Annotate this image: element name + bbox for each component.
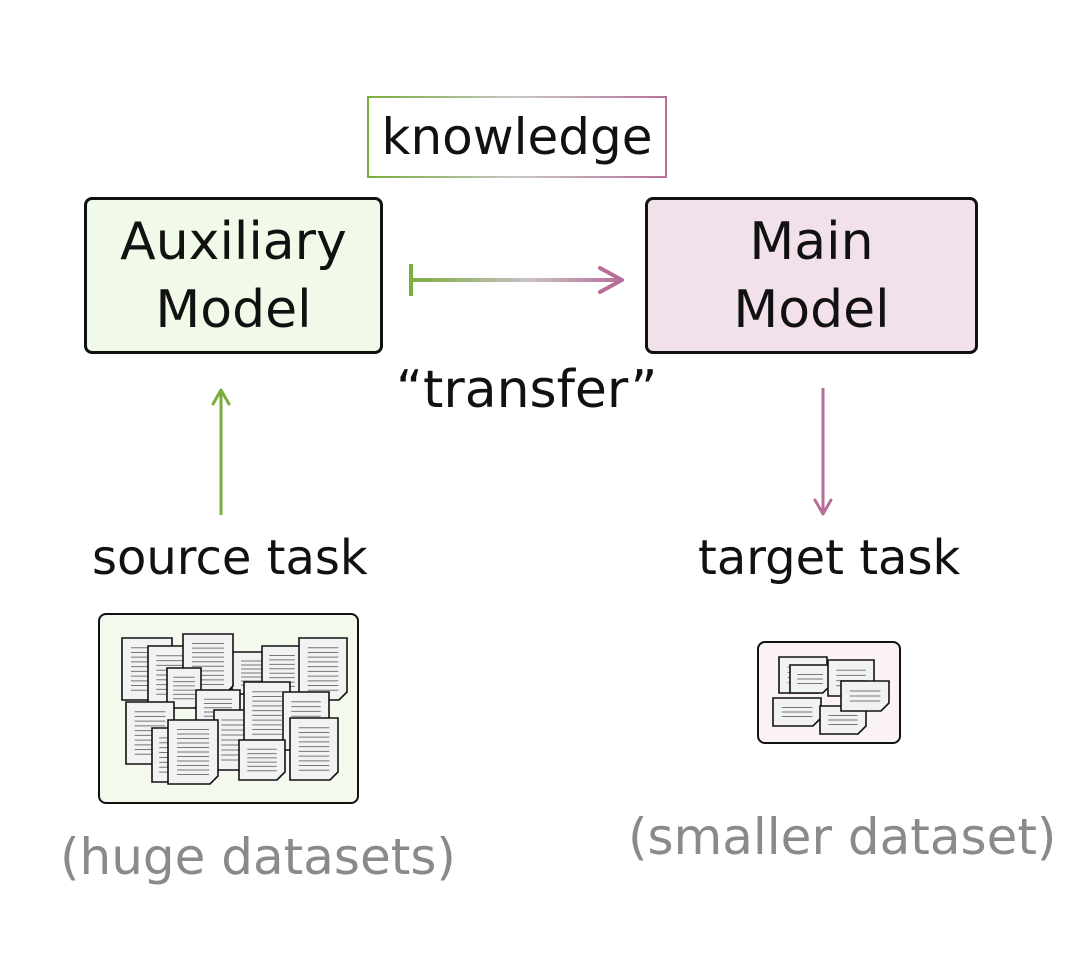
source-dataset-caption: (huge datasets) <box>60 828 456 886</box>
main-to-target-arrow <box>813 388 833 516</box>
source-task-label: source task <box>92 530 368 586</box>
small-document-stack-icon <box>772 656 890 735</box>
source-to-auxiliary-arrow <box>211 388 231 515</box>
transfer-label: “transfer” <box>396 360 658 420</box>
document-page-icon <box>840 680 890 712</box>
target-dataset-caption: (smaller dataset) <box>628 808 1057 866</box>
auxiliary-model-box: Auxiliary Model <box>84 197 383 354</box>
document-page-icon <box>167 719 219 785</box>
document-page-icon <box>789 664 831 694</box>
document-page-icon <box>298 637 348 701</box>
document-stack-icon <box>121 633 348 785</box>
transfer-arrow <box>409 264 624 296</box>
knowledge-box: knowledge <box>367 96 667 178</box>
document-page-icon <box>238 739 286 781</box>
document-page-icon <box>772 697 822 727</box>
main-model-box: Main Model <box>645 197 978 354</box>
target-task-label: target task <box>698 530 961 586</box>
knowledge-label: knowledge <box>369 98 665 176</box>
document-page-icon <box>289 717 339 781</box>
